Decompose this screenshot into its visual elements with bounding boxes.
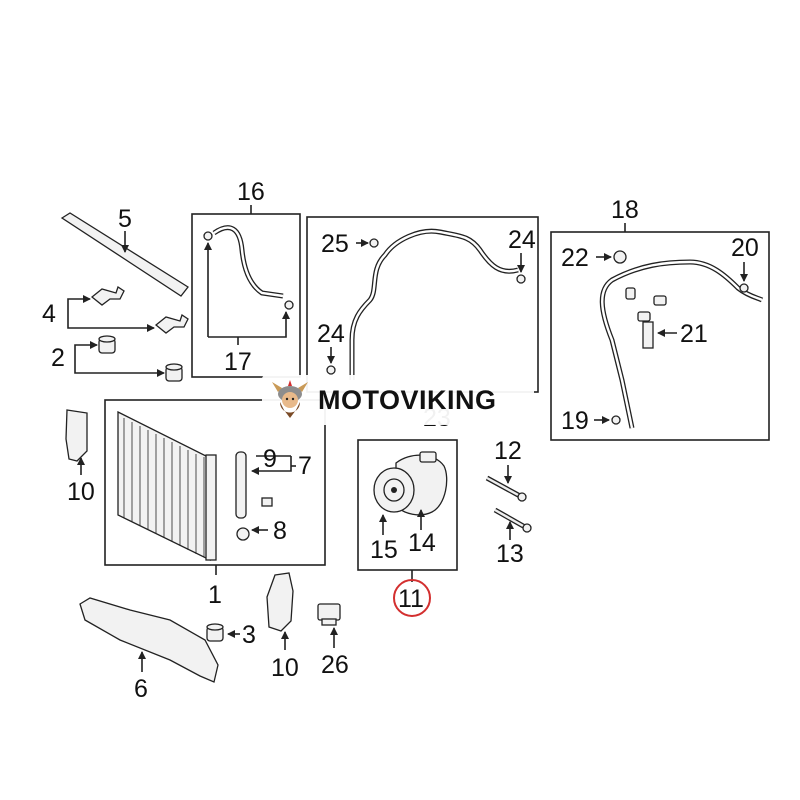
callout-6: 6: [134, 675, 148, 703]
callout-7: 7: [298, 452, 312, 480]
callout-15: 15: [370, 536, 398, 564]
callout-22: 22: [561, 244, 589, 272]
part-16-hose-box: 16 17: [191, 178, 301, 378]
part-6-lower-panel: 6: [79, 597, 219, 703]
callout-10-center: 10: [271, 654, 299, 682]
callout-1: 1: [208, 581, 222, 609]
part-18-hose-box: 18 22 20 21 19: [550, 196, 770, 441]
callout-8: 8: [273, 517, 287, 545]
part-11-compressor-box: 15 14 11: [357, 439, 458, 617]
part-10-deflector-left: 10: [65, 409, 95, 506]
viking-logo-icon: [272, 380, 308, 418]
part-2-mount: 2: [51, 335, 183, 382]
callout-18: 18: [611, 196, 639, 224]
callout-17: 17: [224, 348, 252, 376]
callout-10-left: 10: [67, 478, 95, 506]
part-10-deflector-center: 10: [266, 572, 299, 682]
callout-5: 5: [118, 205, 132, 233]
callout-16: 16: [237, 178, 265, 206]
callout-14: 14: [408, 529, 436, 557]
part-4-bracket: 4: [42, 285, 189, 334]
callout-2: 2: [51, 344, 65, 372]
part-3-mount: 3: [206, 621, 256, 649]
callout-24-left: 24: [317, 320, 345, 348]
part-23-line-box: 25 24 24 23: [306, 216, 539, 432]
callout-24-right: 24: [508, 226, 536, 254]
callout-11: 11: [398, 585, 424, 613]
callout-4: 4: [42, 300, 56, 328]
callout-9: 9: [263, 445, 277, 473]
part-5-seal-strip: 5: [60, 205, 189, 297]
part-12-bolt: 12: [485, 437, 527, 502]
callout-20: 20: [731, 234, 759, 262]
callout-21: 21: [680, 320, 708, 348]
callout-26: 26: [321, 651, 349, 679]
callout-19: 19: [561, 407, 589, 435]
callout-12: 12: [494, 437, 522, 465]
part-1-condenser-box: 1 9 7 8: [104, 399, 326, 609]
highlight-circle-11: [393, 579, 431, 617]
callout-13: 13: [496, 540, 524, 568]
brand-watermark: MOTOVIKING: [262, 375, 534, 425]
callout-3: 3: [242, 621, 256, 649]
callout-25: 25: [321, 230, 349, 258]
part-26-switch: 26: [317, 603, 349, 679]
part-13-bolt: 13: [493, 507, 532, 568]
brand-name: MOTOVIKING: [318, 384, 497, 415]
